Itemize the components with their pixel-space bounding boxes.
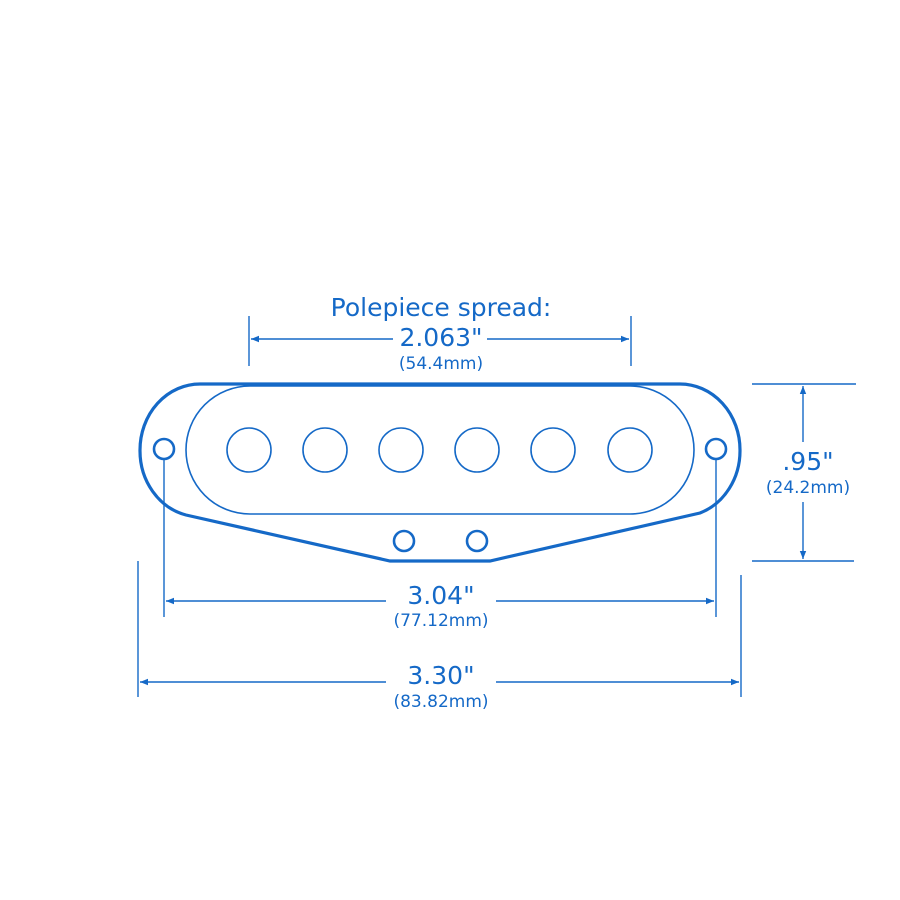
polepiece-spread-title: Polepiece spread: — [331, 293, 552, 322]
height-dimension — [752, 383, 856, 562]
height-mm: (24.2mm) — [766, 478, 850, 498]
pickup-bobbin-outline — [185, 385, 695, 515]
polepiece-spread-inches: 2.063" — [399, 323, 482, 352]
polepiece — [454, 427, 500, 473]
mount-spacing-mm: (77.12mm) — [393, 611, 488, 631]
mount-holes — [152, 437, 728, 461]
overall-length-mm: (83.82mm) — [393, 692, 488, 712]
mount-hole — [704, 437, 728, 461]
overall-length-dimension — [137, 561, 742, 697]
polepiece — [226, 427, 272, 473]
polepiece — [302, 427, 348, 473]
lead-hole — [392, 529, 416, 553]
mount-spacing-dimension — [163, 459, 717, 617]
polepiece — [530, 427, 576, 473]
polepiece-spread-mm: (54.4mm) — [399, 354, 483, 374]
lead-holes — [392, 529, 489, 553]
lead-hole — [465, 529, 489, 553]
height-inches: .95" — [782, 447, 833, 476]
polepiece — [378, 427, 424, 473]
polepieces — [226, 427, 653, 473]
polepiece — [607, 427, 653, 473]
overall-length-inches: 3.30" — [407, 661, 474, 690]
polepiece-spread-dimension — [248, 316, 632, 366]
mount-hole — [152, 437, 176, 461]
mount-spacing-inches: 3.04" — [407, 581, 474, 610]
pickup-cover-outline — [138, 382, 742, 563]
